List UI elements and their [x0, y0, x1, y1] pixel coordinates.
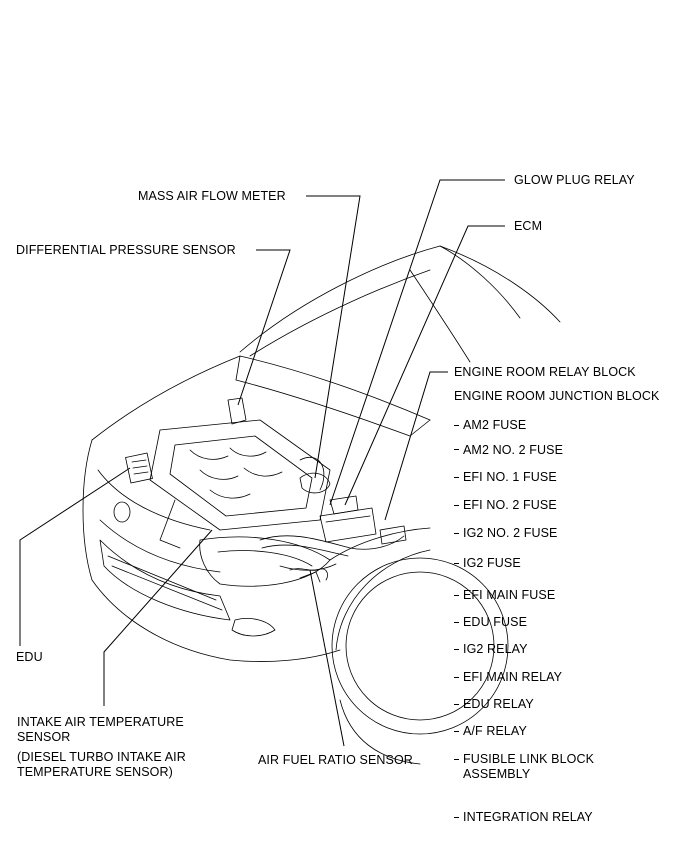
leader-edu	[19, 467, 131, 646]
grille-outline	[99, 539, 231, 621]
junction-block-component	[319, 507, 377, 543]
label-differential-pressure-sensor: DIFFERENTIAL PRESSURE SENSOR	[16, 243, 236, 257]
windshield-outline	[239, 245, 561, 353]
label-intake-air-temperature-sensor: INTAKE AIR TEMPERATURE SENSOR	[17, 715, 184, 744]
label-diesel-turbo-note: (DIESEL TURBO INTAKE AIR TEMPERATURE SEN…	[17, 750, 186, 779]
leader-glow-plug-relay	[329, 179, 505, 506]
label-edu: EDU	[16, 650, 43, 664]
leader-differential-pressure-sensor	[237, 249, 291, 406]
leader-intake-air-temperature-sensor	[103, 529, 213, 706]
label-glow-plug-relay: GLOW PLUG RELAY	[514, 173, 635, 187]
wheel-arch	[335, 549, 431, 651]
list-item: IG2 RELAY	[463, 642, 528, 656]
label-mass-air-flow-meter: MASS AIR FLOW METER	[138, 189, 286, 203]
list-item: EFI NO. 2 FUSE	[463, 498, 557, 512]
label-ecm: ECM	[514, 219, 543, 233]
list-item: INTEGRATION RELAY	[463, 810, 593, 824]
leader-mass-air-flow-meter	[306, 195, 361, 479]
front-bumper-outline	[82, 439, 341, 662]
list-item: AM2 FUSE	[463, 418, 527, 432]
edu-component	[125, 452, 153, 484]
list-item: EFI MAIN FUSE	[463, 588, 556, 602]
list-item: EDU RELAY	[463, 697, 534, 711]
junction-block-title: ENGINE ROOM JUNCTION BLOCK	[454, 389, 660, 403]
headlamp-outline	[199, 536, 331, 587]
list-item: FUSIBLE LINK BLOCK ASSEMBLY	[463, 752, 595, 781]
list-item: IG2 FUSE	[463, 556, 521, 570]
label-engine-room-relay-block: ENGINE ROOM RELAY BLOCK	[454, 365, 636, 379]
list-item: AM2 NO. 2 FUSE	[463, 443, 564, 457]
leader-air-fuel-ratio-sensor	[309, 569, 345, 747]
engine-block	[149, 419, 331, 531]
intake-hose	[259, 535, 405, 550]
list-item: IG2 NO. 2 FUSE	[463, 526, 558, 540]
list-item: EFI MAIN RELAY	[463, 670, 563, 684]
leader-engine-room-relay-block	[384, 371, 448, 521]
front-wheel	[331, 557, 509, 735]
label-air-fuel-ratio-sensor: AIR FUEL RATIO SENSOR	[258, 753, 413, 767]
emblem	[113, 501, 131, 523]
leader-ecm	[344, 225, 505, 506]
list-item: A/F RELAY	[463, 724, 527, 738]
diff-pressure-sensor-component	[227, 397, 247, 425]
maf-meter-component	[299, 472, 331, 494]
list-item: EFI NO. 1 FUSE	[463, 470, 557, 484]
list-item: EDU FUSE	[463, 615, 528, 629]
af-sensor-harness	[289, 568, 328, 581]
